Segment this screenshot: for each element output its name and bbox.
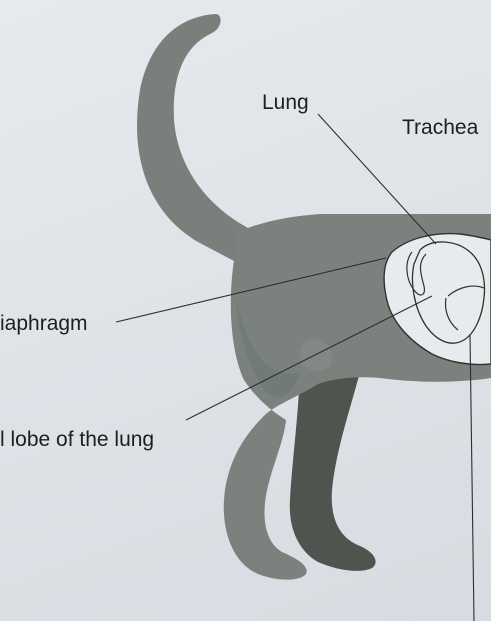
label-lung: Lung xyxy=(262,91,309,114)
label-diaphragm: iaphragm xyxy=(0,312,88,335)
label-caudal-lobe: l lobe of the lung xyxy=(0,428,154,451)
label-trachea: Trachea xyxy=(402,116,479,139)
far-hind-leg xyxy=(290,372,376,571)
tail xyxy=(137,14,256,262)
